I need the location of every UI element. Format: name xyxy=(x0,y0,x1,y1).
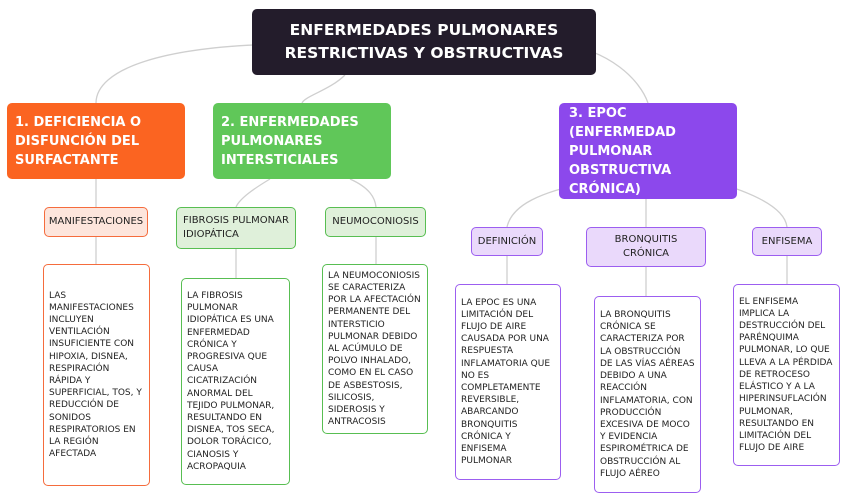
detail-enfisema: EL ENFISEMA IMPLICA LA DESTRUCCIÓN DEL P… xyxy=(733,284,840,466)
detail-neumoconiosis: LA NEUMOCONIOSIS SE CARACTERIZA POR LA A… xyxy=(322,264,428,434)
connector-root-cat1 xyxy=(95,43,301,104)
detail-fibrosis-pulmonar: LA FIBROSIS PULMONAR IDIOPÁTICA ES UNA E… xyxy=(181,278,290,485)
topic-manifestaciones[interactable]: MANIFESTACIONES xyxy=(44,207,148,237)
detail-bronquitis-cronica: LA BRONQUITIS CRÓNICA SE CARACTERIZA POR… xyxy=(594,296,701,493)
root-topic-title[interactable]: ENFERMEDADES PULMONARES RESTRICTIVAS Y O… xyxy=(252,9,596,75)
detail-manifestaciones: LAS MANIFESTACIONES INCLUYEN VENTILACIÓN… xyxy=(43,264,150,486)
category-epoc[interactable]: 3. EPOC (ENFERMEDAD PULMONAR OBSTRUCTIVA… xyxy=(559,103,737,199)
category-interstitial[interactable]: 2. ENFERMEDADES PULMONARES INTERSTICIALE… xyxy=(213,103,391,179)
topic-neumoconiosis[interactable]: NEUMOCONIOSIS xyxy=(325,207,426,237)
connector-root-cat2 xyxy=(301,74,346,104)
connector-cat2-topic2 xyxy=(349,178,377,208)
topic-definicion[interactable]: DEFINICIÓN xyxy=(471,227,543,256)
topic-bronquitis-cronica[interactable]: BRONQUITIS CRÓNICA xyxy=(586,227,706,267)
topic-fibrosis-pulmonar[interactable]: FIBROSIS PULMONAR IDIOPÁTICA xyxy=(176,207,296,249)
connector-cat2-topic1 xyxy=(235,178,271,208)
detail-definicion: LA EPOC ES UNA LIMITACIÓN DEL FLUJO DE A… xyxy=(455,284,561,480)
category-surfactant[interactable]: 1. DEFICIENCIA O DISFUNCIÓN DEL SURFACTA… xyxy=(7,103,185,179)
topic-enfisema[interactable]: ENFISEMA xyxy=(752,227,822,256)
